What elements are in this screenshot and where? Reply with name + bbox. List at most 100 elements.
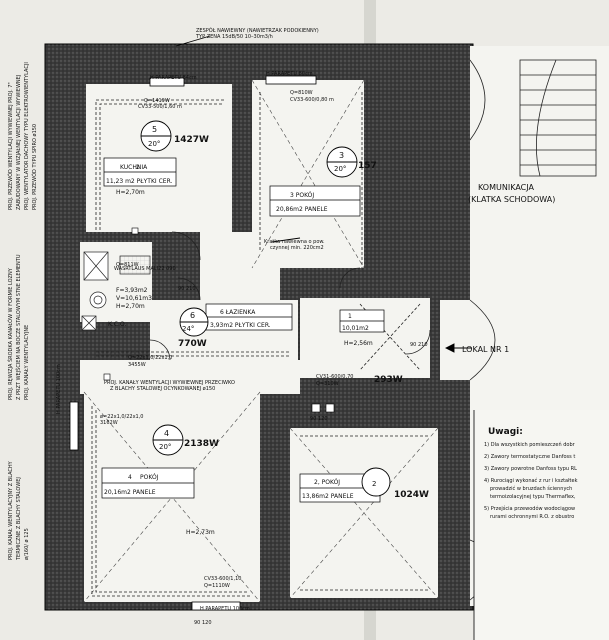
label-kratka-2: czynnej min. 220cm2 xyxy=(270,245,324,251)
room5-number: 5 xyxy=(152,125,157,134)
vnote-5: Z PRZT WEJŚCIEM NA BOCZE STALOWYM STNE E… xyxy=(15,254,22,400)
room5-power: 1427W xyxy=(174,135,209,145)
vnote-2: PROJ. WENTYLATOR DACHOWY TYPU ELEKTROWIE… xyxy=(24,62,30,210)
room2-number: 2 xyxy=(372,480,376,488)
room3-name: 3 POKÓJ xyxy=(290,192,314,199)
vnote-0: PROJ. PRZEWÓD WENTYLACJI WYWIEWNEJ PROJ.… xyxy=(7,82,14,210)
label-parapet-2: H PARAPETU 80cm xyxy=(266,71,313,77)
room5-height: H=2,70m xyxy=(116,189,145,196)
label-room3-cv: CV33-600/0,80 m xyxy=(290,97,334,103)
label-kco: K.C.O. xyxy=(108,321,126,328)
label-parapet-3: H PARAPETU 100cm xyxy=(200,606,250,612)
vnote-9: ø/160/ ø 125 xyxy=(24,528,30,560)
vnote-8: TERMICZNE Z BLACHY STALOWEJ xyxy=(16,477,22,561)
vnote-6: PROJ. KANAŁY WENTYLACYJNE xyxy=(24,325,30,400)
note-4b: prowadzić w bruzdach ściennych xyxy=(490,485,572,492)
label-kitchen-q: Q=1419W xyxy=(144,98,170,104)
door-swings xyxy=(149,231,431,361)
room4-power: 2138W xyxy=(184,439,219,449)
room6-power: 770W xyxy=(178,339,207,349)
room4-number: 4 xyxy=(164,429,169,438)
room4-temp: 20° xyxy=(159,443,171,451)
plan-labels: ZESPÓŁ NAWIEWNY (NAWIETRZAK PODOKIENNY) … xyxy=(56,27,555,626)
note-5: 5) Przejścia przewodów wodociągow xyxy=(484,505,575,512)
notes-title: Uwagi: xyxy=(488,427,523,437)
label-v: V=10,61m3 xyxy=(116,295,152,302)
room1-cv: CV31-600/0,70 xyxy=(316,374,353,380)
heating-pipes xyxy=(91,92,430,597)
vnote-3: PROJ. PRZEWÓD TYPU SPIRO ø150 xyxy=(31,124,38,210)
room1-num: 1 xyxy=(348,313,352,320)
label-kanaly: PROJ. KANAŁY WENTYLACJI WYWIEWNEJ PRZECI… xyxy=(104,380,235,386)
label-typ-zena: TYP ZENA 15dB/50 10–30m3/h xyxy=(195,34,273,40)
room4-h: H=2,73m xyxy=(186,529,215,536)
room6-area: 3,93m2 PŁYTKI CER. xyxy=(210,322,271,329)
label-kratka: Kratka nawiewna o pow. xyxy=(264,239,325,245)
label-wasrtlaus: WASRTLAUS MALI22 090 xyxy=(114,266,176,272)
label-q811: Q=811W xyxy=(116,262,139,268)
room4-cv: CV33-600/1,10 xyxy=(204,576,241,582)
vnote-4: PROJ. RĘWIZJA ŚRODKA KANAŁÓW W FORMIE LO… xyxy=(7,267,14,400)
label-zespol: ZESPÓŁ NAWIEWNY (NAWIETRZAK PODOKIENNY) xyxy=(196,27,319,34)
room1-q: Q=310W xyxy=(316,381,339,387)
label-90-120: 90 120 xyxy=(310,416,328,422)
room-number-circles xyxy=(140,120,391,497)
room3-number: 3 xyxy=(339,151,344,160)
room3-power: 157 xyxy=(358,161,377,171)
room3-temp: 20° xyxy=(334,165,346,173)
notes-block: Uwagi: 1) Dla wszystkich pomieszczeń dob… xyxy=(484,427,578,520)
label-door-corridor: 90 210 xyxy=(410,342,428,348)
room1-power: 293W xyxy=(374,375,403,385)
room4-idx: 4 xyxy=(128,474,132,481)
notes-panel-bg xyxy=(474,410,609,640)
room5-area: 11,23 m2 PŁYTKI CER. xyxy=(106,178,173,185)
room4-q: 3162W xyxy=(100,420,118,426)
room6-number: 6 xyxy=(190,311,195,320)
lokal-label: LOKAL NR 1 xyxy=(462,345,509,354)
room4-area: 20,16m2 PANELE xyxy=(104,489,156,496)
room3-area: 20,86m2 PANELE xyxy=(276,206,328,213)
note-4: 4) Rurociągi wykonać z rur i kształtek xyxy=(484,477,578,484)
bathroom-fixtures xyxy=(81,251,151,331)
label-parapet-4: H PARAPETU 100cm xyxy=(56,364,62,414)
annotation-arrows xyxy=(175,35,472,353)
vertical-notes: PROJ. PRZEWÓD WENTYLACJI WYWIEWNEJ PROJ.… xyxy=(7,62,38,561)
note-1: 1) Dla wszystkich pomieszczeń dobr xyxy=(484,441,576,448)
room4-q2: Q=1110W xyxy=(204,583,230,589)
radiators xyxy=(69,75,317,611)
room4-name: POKÓJ xyxy=(140,474,159,481)
room-info-boxes xyxy=(101,157,385,503)
vent-grilles xyxy=(103,227,335,413)
vnote-1: ZABUDOWANY W WIZJAŁNEJ WENTYLACJI WYWIEW… xyxy=(16,75,22,210)
label-f: F=3,93m2 xyxy=(116,287,148,294)
note-3: 3) Zawory powrotne Danfoss typu RL xyxy=(484,466,577,472)
room1-area: 10,01m2 xyxy=(342,325,369,332)
label-h-bath: H=2,70m xyxy=(116,303,145,310)
note-2: 2) Zawory termostatyczne Danfoss t xyxy=(484,454,575,460)
room2-area: 13,86m2 PANELE xyxy=(302,493,354,500)
vnote-7: PROJ. KANAŁ WENTYLACYJNY Z BLACHY xyxy=(8,460,14,560)
label-3455w: 3455W xyxy=(128,362,146,368)
klatka-label: (KLATKA SCHODOWA) xyxy=(468,195,555,204)
room4-cw: ø=22x1,0/22x1,0 xyxy=(100,414,143,420)
note-4c: termoizolacyjnej typu Thermaflex, xyxy=(490,494,576,500)
room2-name: 2, POKÓJ xyxy=(314,479,340,486)
room5-idx: 2 xyxy=(136,164,140,171)
room5-name: KUCHNIA xyxy=(120,164,148,171)
room6-temp: 24° xyxy=(182,325,194,333)
room5-temp: 20° xyxy=(148,140,160,148)
staircase xyxy=(469,59,597,601)
room2-power: 1024W xyxy=(394,490,429,500)
room1-h: H=2,56m xyxy=(344,340,373,347)
label-parapet-1: H PARAPETU 84cm xyxy=(150,75,197,81)
label-room3-q: Q=810W xyxy=(290,90,313,96)
label-cw-bath: Q=22x1,0/22x1,0 xyxy=(128,355,172,361)
label-kitchen-cv: CV33-500/1,60 m xyxy=(138,104,182,110)
label-door-90-210: 90 210 xyxy=(178,286,196,292)
label-bottom-dim: 90 120 xyxy=(194,620,212,626)
room6-name: 6 ŁAZIENKA xyxy=(220,309,256,316)
komunikacja-label: KOMUNIKACJA xyxy=(478,183,534,192)
label-kanaly-2: Z BLACHY STALOWEJ OCYNKOWANEJ ø150 xyxy=(110,386,215,392)
